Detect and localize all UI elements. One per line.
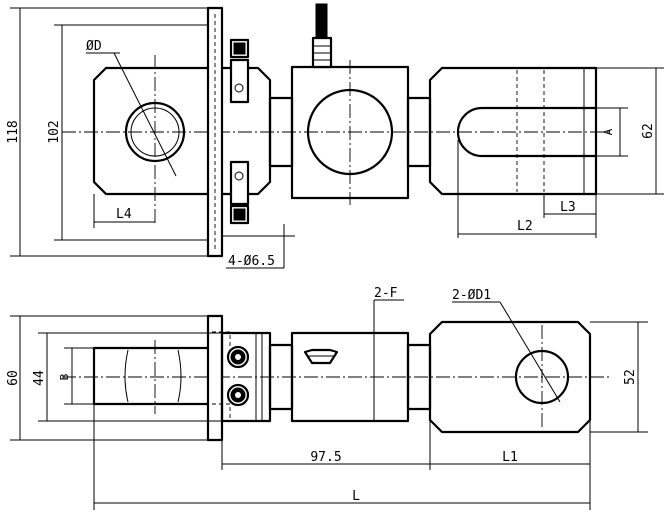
clevis-slot (456, 106, 596, 158)
front-clevis (428, 320, 592, 434)
flange-plate (206, 6, 224, 258)
right-clevis (428, 66, 598, 196)
dim-2d1-label: 2-ØD1 (452, 288, 491, 303)
dim-97-5-label: 97.5 (310, 450, 341, 465)
dim-44-label: 44 (32, 370, 47, 386)
dim-bolt-label: 4-Ø6.5 (228, 254, 275, 269)
dim-102-label: 102 (47, 120, 62, 143)
dim-2d1-leader (499, 301, 561, 403)
dim-l4-label: L4 (116, 207, 132, 222)
bolt-shank-bottom (229, 160, 250, 206)
dim-2f-label: 2-F (374, 286, 398, 301)
dim-l-label: L (352, 489, 360, 504)
dim-a-label: A (602, 128, 615, 135)
dim-l1-label: L1 (502, 450, 518, 465)
dim-b-label: B (58, 373, 71, 380)
bolt-front-top-center (235, 354, 241, 360)
left-pin-hole-inner (130, 107, 180, 157)
left-pin-block (92, 66, 272, 196)
front-view: 60 44 B 2-F 2-ØD1 52 97.5 L1 (6, 286, 648, 510)
bolt-front-bottom-center (235, 392, 241, 398)
dim-62-label: 62 (641, 123, 656, 139)
dim-l3-label: L3 (560, 200, 576, 215)
top-view: 118 102 ØD L4 4-Ø6.5 A 62 L3 (6, 3, 664, 269)
bolt-head-bottom-fill (233, 208, 246, 221)
shaft-curves (124, 349, 182, 403)
dim-d-label: ØD (86, 39, 102, 54)
dim-d-leader (113, 52, 177, 177)
bolt-head-top-fill (233, 42, 246, 55)
dim-118-label: 118 (6, 120, 21, 143)
dim-l2-label: L2 (517, 219, 533, 234)
cable-gland-ribs (313, 45, 331, 61)
left-shaft (92, 346, 212, 406)
dim-60-label: 60 (6, 370, 21, 386)
bolt-nut-top (234, 83, 244, 93)
front-sensor-body (290, 331, 410, 423)
bolt-shank-top (229, 58, 250, 104)
bolt-nut-bottom (234, 171, 244, 181)
cable (315, 3, 328, 39)
left-pin-hole-outer (124, 101, 186, 163)
dim-52-label: 52 (623, 369, 638, 385)
